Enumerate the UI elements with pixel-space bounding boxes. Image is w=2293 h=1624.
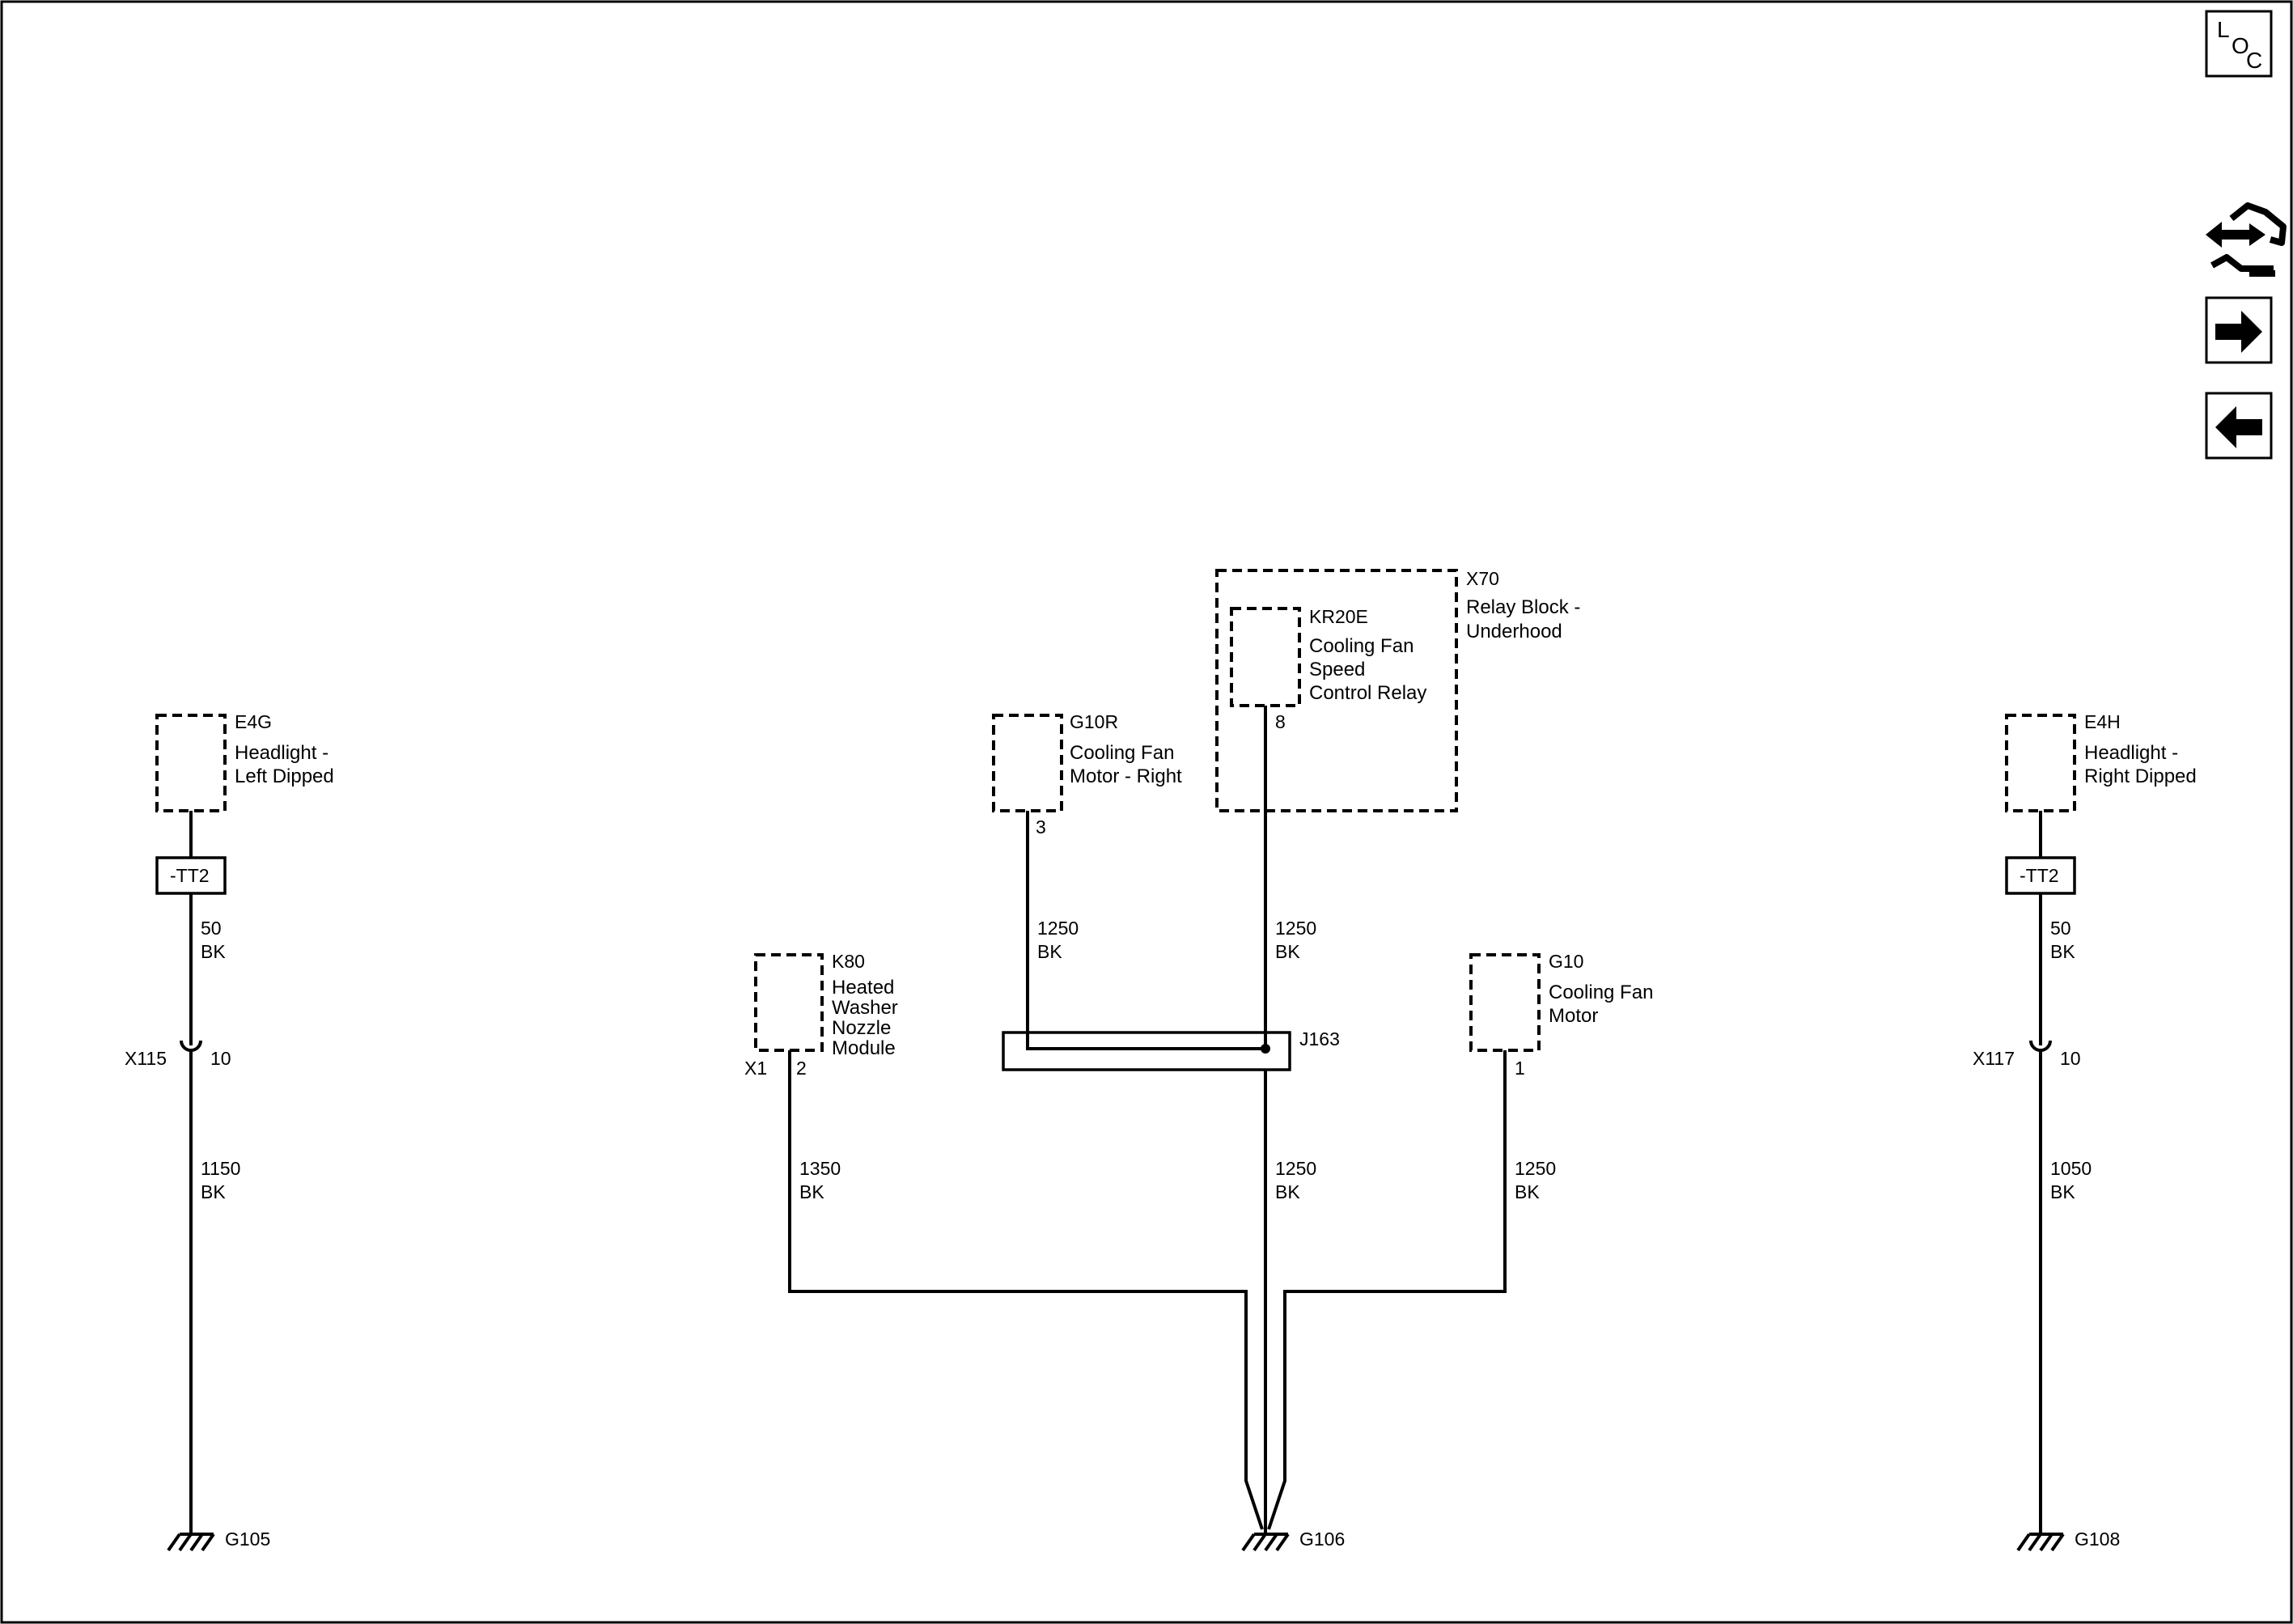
svg-text:G105: G105	[225, 1529, 270, 1550]
k80-ref: K80	[832, 951, 865, 972]
component-k80[interactable]: K80 Heated Washer Nozzle Module X1 2	[744, 951, 898, 1079]
k80-connector: X1	[744, 1058, 767, 1079]
wire-k80-size: 1350	[799, 1158, 841, 1179]
arrow-right-icon	[2215, 311, 2262, 353]
svg-text:J163: J163	[1299, 1028, 1340, 1049]
terminal-left-tt2: -TT2	[155, 856, 227, 895]
g10r-name-line2: Motor - Right	[1070, 765, 1182, 787]
loc-letter-l: L	[2217, 17, 2230, 42]
wire-j163-out-size: 1250	[1275, 1158, 1316, 1179]
splice-j163: J163	[1002, 1028, 1340, 1071]
g10r-pin: 3	[1036, 816, 1046, 837]
k80-pin: 2	[796, 1058, 807, 1079]
loc-letter-c: C	[2246, 48, 2262, 73]
e4g-name-line2: Left Dipped	[235, 765, 334, 787]
kr20e-pin: 8	[1275, 711, 1286, 732]
wire-g10-size: 1250	[1515, 1158, 1556, 1179]
loc-letter-o: O	[2232, 33, 2249, 58]
g10r-ref: G10R	[1070, 711, 1118, 732]
arrow-left-icon	[2215, 406, 2262, 448]
svg-text:G106: G106	[1299, 1529, 1345, 1550]
kr20e-name-line3: Control Relay	[1309, 682, 1426, 704]
e4h-name-line2: Right Dipped	[2084, 765, 2197, 787]
wire-e4h-top-color: BK	[2050, 941, 2075, 962]
component-g10[interactable]: G10 Cooling Fan Motor 1	[1469, 951, 1653, 1079]
k80-name-line3: Nozzle	[832, 1017, 891, 1039]
g10-ref: G10	[1549, 951, 1583, 972]
previous-page-button[interactable]	[2205, 392, 2273, 460]
component-x70[interactable]: X70 Relay Block - Underhood	[1215, 568, 1580, 812]
connector-icon[interactable]	[2206, 202, 2287, 277]
e4g-name-line1: Headlight -	[235, 742, 328, 764]
x70-ref: X70	[1466, 568, 1499, 589]
component-g10r[interactable]: G10R Cooling Fan Motor - Right 3	[992, 711, 1182, 837]
e4h-name-line1: Headlight -	[2084, 742, 2178, 764]
svg-text:10: 10	[2060, 1048, 2081, 1069]
component-e4h[interactable]: E4H Headlight - Right Dipped	[2005, 711, 2197, 812]
k80-name-line4: Module	[832, 1037, 896, 1059]
wire-g10	[1267, 1050, 1507, 1530]
wire-e4g-bottom-size: 1150	[201, 1158, 240, 1179]
wire-g10r-size: 1250	[1037, 918, 1079, 939]
wire-g10-color: BK	[1515, 1181, 1540, 1202]
wire-e4g-top-size: 50	[201, 918, 222, 939]
wire-e4h-bottom-color: BK	[2050, 1181, 2075, 1202]
wire-j163-out-color: BK	[1275, 1181, 1300, 1202]
wire-e4g-bottom-color: BK	[201, 1181, 226, 1202]
component-kr20e[interactable]: KR20E Cooling Fan Speed Control Relay 8	[1230, 606, 1426, 732]
svg-text:G108: G108	[2075, 1529, 2120, 1550]
component-e4g[interactable]: E4G Headlight - Left Dipped	[155, 711, 334, 812]
wire-kr20e-size: 1250	[1275, 918, 1316, 939]
ground-g105: G105	[167, 1529, 270, 1552]
wire-kr20e-color: BK	[1275, 941, 1300, 962]
svg-text:X115: X115	[125, 1048, 167, 1069]
kr20e-name-line1: Cooling Fan	[1309, 635, 1414, 657]
inline-connector-x115: X115 10	[125, 1040, 231, 1069]
wire-g10r-color: BK	[1037, 941, 1062, 962]
next-page-button[interactable]	[2205, 296, 2273, 364]
svg-text:10: 10	[210, 1048, 231, 1069]
wire-e4h-top-size: 50	[2050, 918, 2071, 939]
k80-name-line1: Heated	[832, 977, 894, 999]
wire-k80	[788, 1050, 1264, 1530]
wire-g10r	[1026, 811, 1265, 1050]
loc-button[interactable]: L O C	[2205, 10, 2273, 78]
svg-text:X117: X117	[1973, 1048, 2015, 1069]
k80-name-line2: Washer	[832, 997, 898, 1019]
wire-e4h-bottom-size: 1050	[2050, 1158, 2092, 1179]
kr20e-name-line2: Speed	[1309, 659, 1365, 681]
svg-text:-TT2: -TT2	[170, 865, 210, 886]
x70-name-line1: Relay Block -	[1466, 596, 1580, 618]
x70-name-line2: Underhood	[1466, 621, 1562, 642]
e4h-ref: E4H	[2084, 711, 2121, 732]
terminal-right-tt2: -TT2	[2005, 856, 2076, 895]
inline-connector-x117: X117 10	[1973, 1040, 2081, 1069]
g10-name-line2: Motor	[1549, 1005, 1598, 1027]
wire-k80-color: BK	[799, 1181, 824, 1202]
ground-g106: G106	[1241, 1529, 1345, 1552]
svg-text:-TT2: -TT2	[2020, 865, 2059, 886]
ground-g108: G108	[2016, 1529, 2120, 1552]
g10-pin: 1	[1515, 1058, 1525, 1079]
g10-name-line1: Cooling Fan	[1549, 982, 1653, 1003]
kr20e-ref: KR20E	[1309, 606, 1368, 627]
wire-e4g-top-color: BK	[201, 941, 226, 962]
e4g-ref: E4G	[235, 711, 272, 732]
g10r-name-line1: Cooling Fan	[1070, 742, 1174, 764]
